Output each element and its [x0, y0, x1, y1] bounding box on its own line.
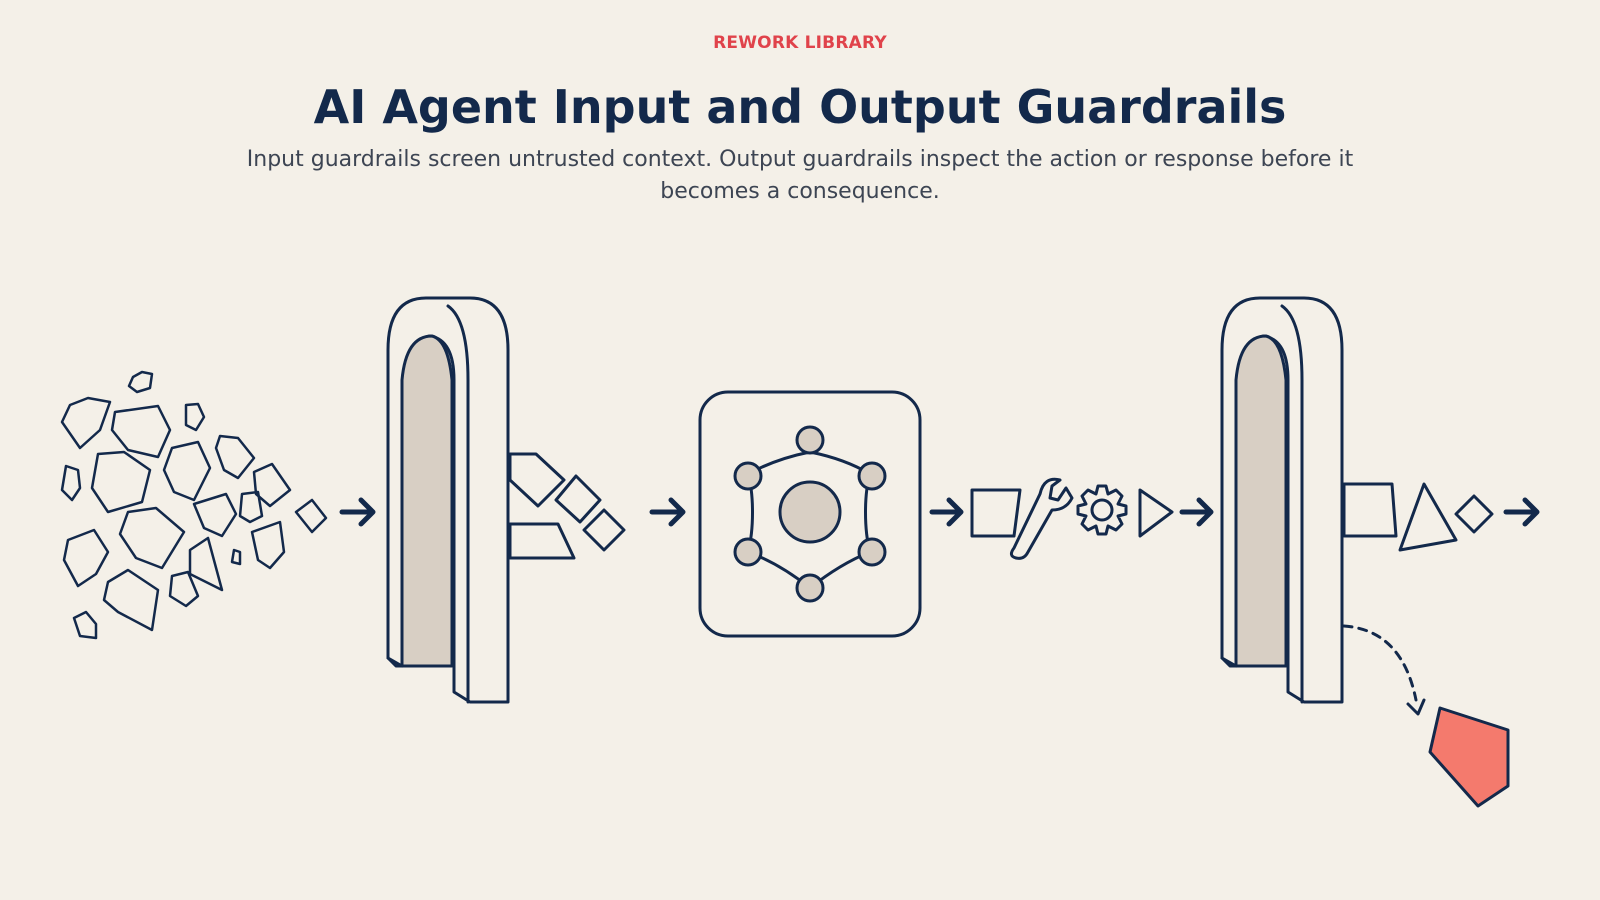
tool-actions-icon: [970, 477, 1174, 560]
gear-icon: [1076, 484, 1128, 536]
square-shape-icon: [970, 488, 1022, 538]
flow-arrow: [929, 497, 964, 527]
flow-arrow: [1503, 497, 1540, 527]
approved-output-icon: [1342, 482, 1494, 552]
blocked-output-icon: [1342, 624, 1510, 808]
page-title: AI Agent Input and Output Guardrails: [313, 80, 1287, 134]
output-guardrail-gate-icon: [1220, 296, 1344, 704]
triangle-shape-icon: [1138, 488, 1174, 538]
page-subtitle: Input guardrails screen untrusted contex…: [246, 147, 1354, 204]
flow-arrow: [1179, 497, 1214, 527]
flow-arrow: [649, 497, 686, 527]
agent-hub-icon: [698, 390, 922, 638]
input-guardrail-gate-icon: [386, 296, 510, 704]
eyebrow-label: REWORK LIBRARY: [713, 33, 887, 53]
wrench-icon: [1009, 477, 1074, 560]
filtered-shapes-icon: [508, 452, 626, 560]
flow-arrow: [339, 497, 376, 527]
untrusted-fragments-icon: [60, 370, 328, 640]
